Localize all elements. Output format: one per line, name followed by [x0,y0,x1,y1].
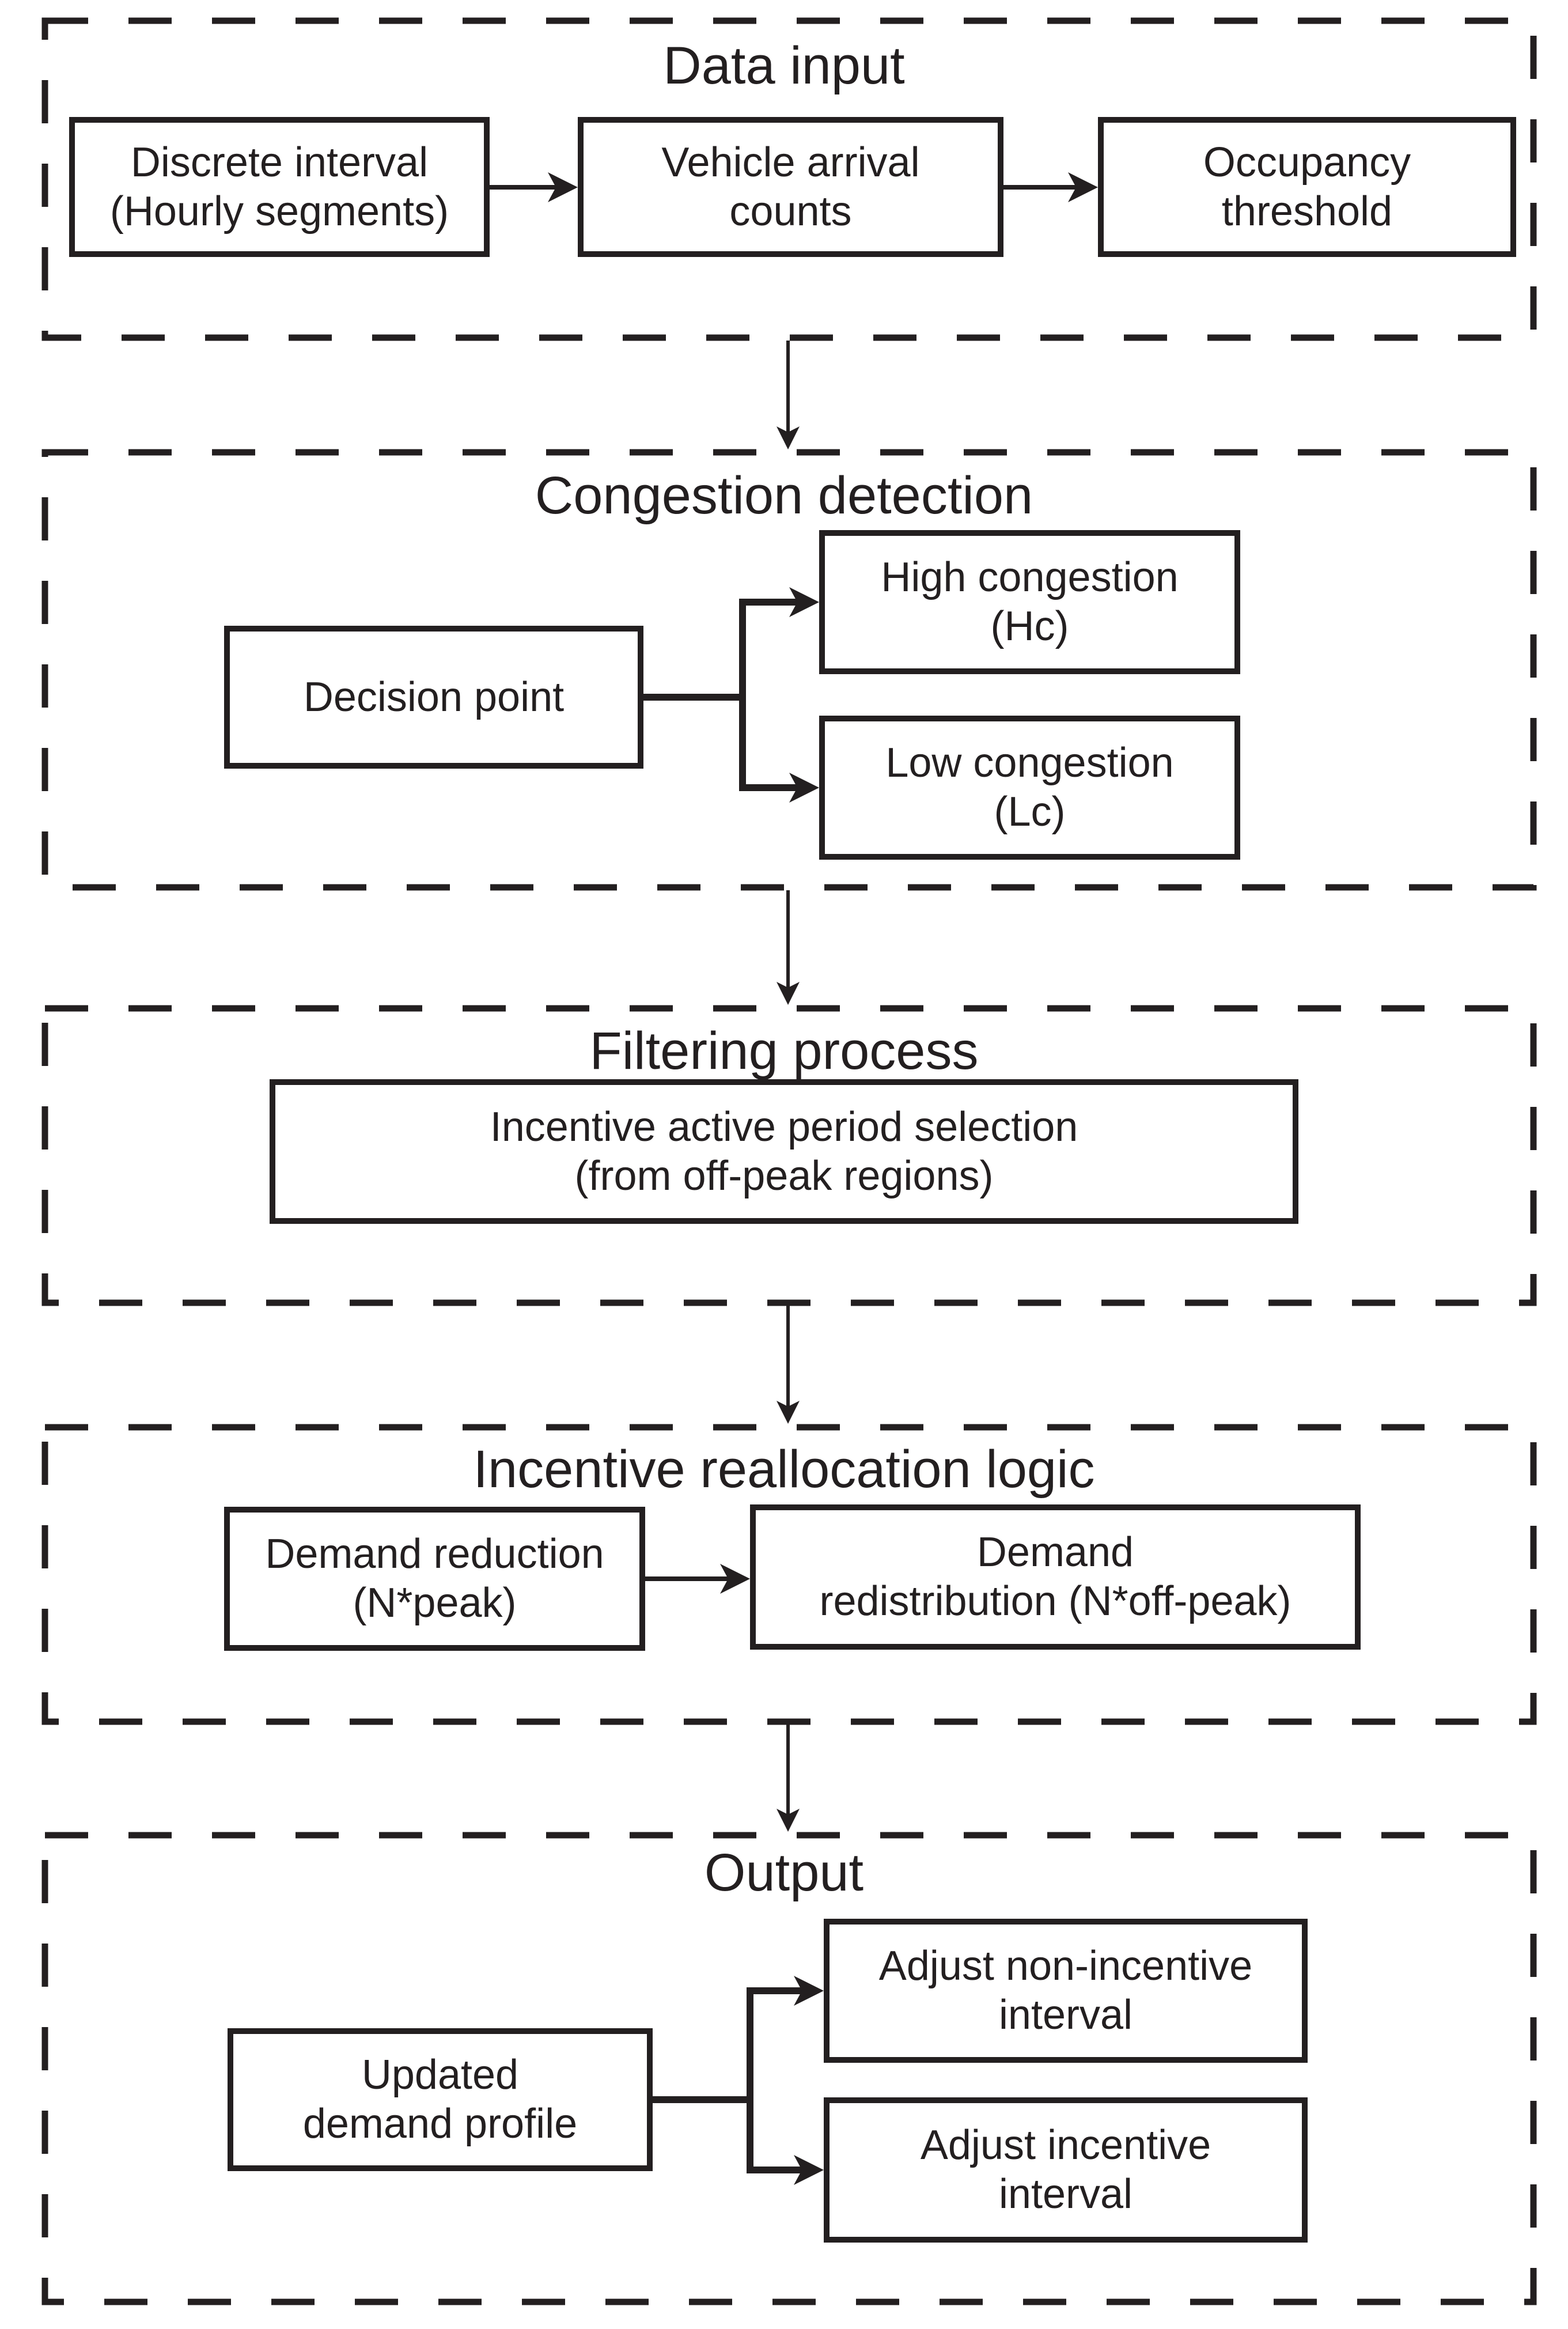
box-occupancy-threshold: Occupancy threshold [1098,117,1516,257]
box-label: Incentive active period selection (from … [490,1103,1078,1199]
section-title-congestion-detection: Congestion detection [535,466,1033,525]
box-vehicle-arrival-counts: Vehicle arrival counts [578,117,1003,257]
arrow-head-icon [777,1401,800,1424]
box-label: Demand redistribution (N*off-peak) [819,1529,1291,1624]
box-high-congestion: High congestion (Hc) [819,530,1240,674]
box-label: Low congestion (Lc) [885,740,1174,835]
box-incentive-active-period-selection: Incentive active period selection (from … [270,1079,1298,1224]
box-low-congestion: Low congestion (Lc) [819,716,1240,860]
section-title-filtering-process: Filtering process [589,1022,979,1080]
section-title-incentive-reallocation: Incentive reallocation logic [473,1440,1095,1499]
box-label: Occupancy threshold [1203,139,1411,235]
box-label: Adjust incentive interval [920,2122,1211,2217]
arrow-head-icon [777,1809,800,1832]
connector-updated-profile-branch [653,1976,824,2185]
box-demand-redistribution: Demand redistribution (N*off-peak) [750,1504,1361,1650]
box-decision-point: Decision point [224,626,643,769]
arrow-head-icon [789,773,819,803]
arrow-data-input-to-congestion [777,341,800,449]
arrow-filtering-to-reallocation [777,1306,800,1424]
box-label: Discrete interval (Hourly segments) [109,139,449,235]
box-discrete-interval: Discrete interval (Hourly segments) [69,117,490,257]
box-label: Updated demand profile [302,2052,578,2147]
box-label: High congestion (Hc) [881,554,1179,649]
arrow-reallocation-to-output [777,1725,800,1832]
section-border-filtering-process [41,1005,1537,1306]
box-label: Demand reduction (N*peak) [265,1531,604,1626]
box-adjust-non-incentive-interval: Adjust non-incentive interval [824,1919,1308,2063]
section-border-output [41,1832,1537,2305]
arrow-head-icon [720,1564,750,1594]
section-border-incentive-reallocation [41,1424,1537,1725]
box-adjust-incentive-interval: Adjust incentive interval [824,2097,1308,2243]
box-label: Adjust non-incentive interval [878,1943,1253,2038]
box-demand-reduction: Demand reduction (N*peak) [224,1507,645,1651]
box-label: Vehicle arrival counts [661,139,920,235]
section-border-data-input [41,17,1537,341]
section-title-output: Output [704,1843,864,1902]
arrow-head-icon [789,587,819,617]
connector-decision-branch [643,587,819,803]
section-border-congestion-detection [41,449,1537,891]
arrow-head-icon [777,982,800,1005]
arrow-congestion-to-filtering [777,890,800,1005]
section-title-data-input: Data input [663,36,905,95]
box-label: Decision point [303,674,565,720]
arrow-head-icon [794,2155,824,2185]
arrow-vehicle-to-occupancy [1003,172,1098,202]
box-updated-demand-profile: Updated demand profile [228,2028,653,2171]
arrow-head-icon [794,1976,824,2006]
arrow-head-icon [548,172,578,202]
arrow-discrete-to-vehicle [490,172,578,202]
arrow-head-icon [777,426,800,449]
arrow-reduction-to-redistribution [645,1564,750,1594]
arrow-head-icon [1068,172,1098,202]
